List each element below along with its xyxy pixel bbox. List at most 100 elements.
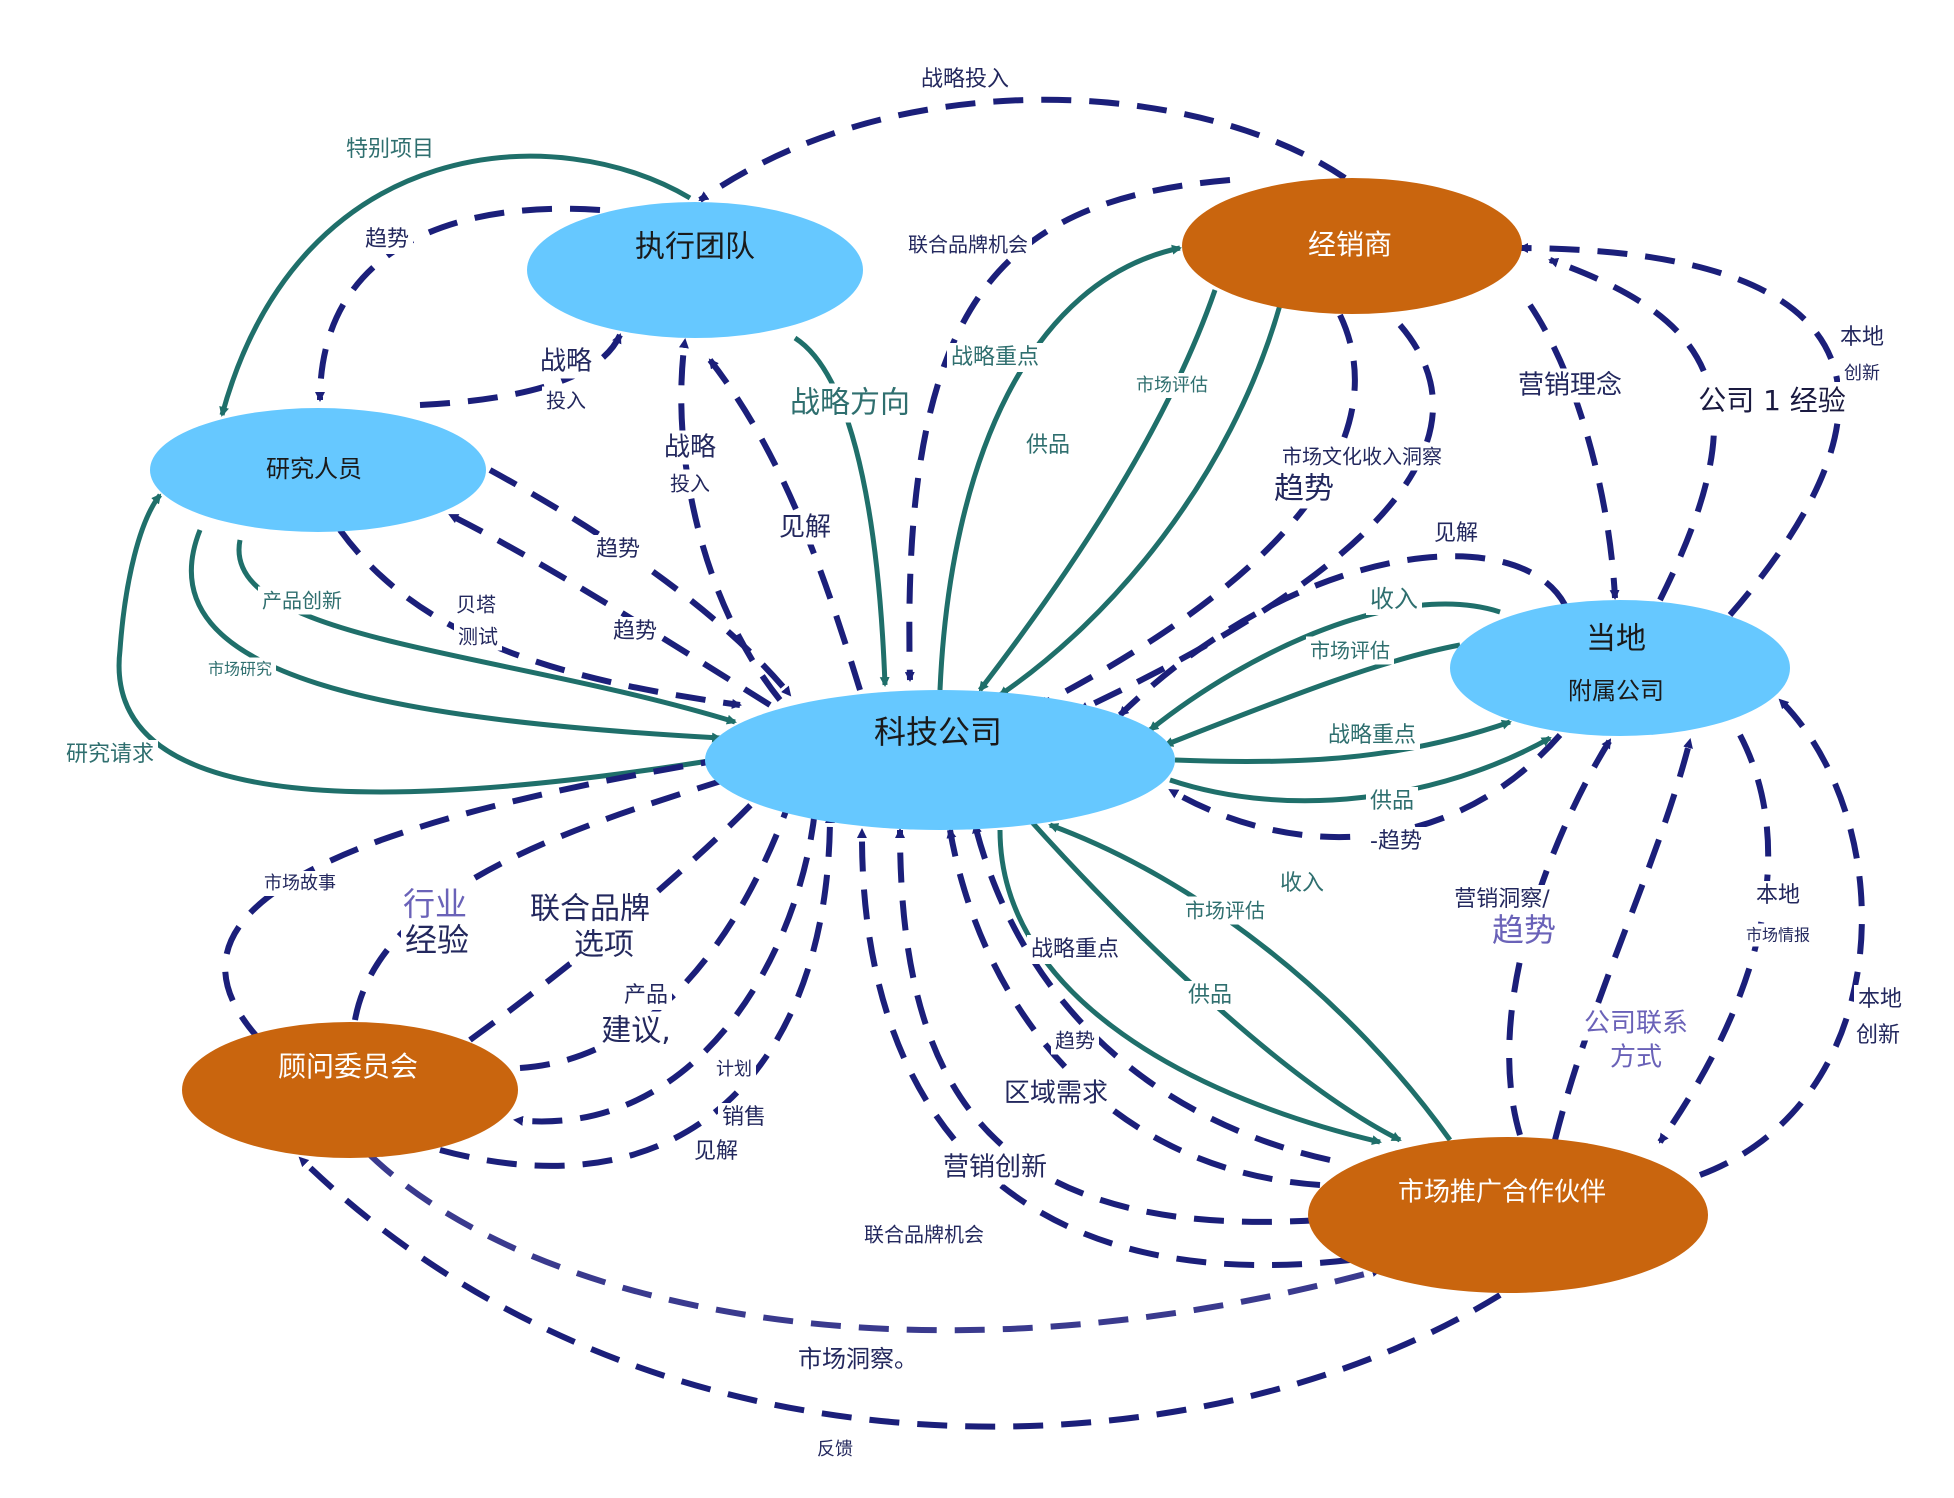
edge-dealer-exec-strategic-input [698,96,1347,203]
label-trend-dealer: 趋势 [1274,472,1334,507]
label-input-1: 投入 [546,389,586,413]
label-background [717,1103,771,1132]
edge-tech-dealer-focus [937,244,1182,691]
label-background [1051,1026,1099,1055]
label-background [666,469,714,498]
label-background [946,343,1044,372]
label-market-eval-dealer: 市场评估 [1136,375,1208,396]
edge-research-tech-product [236,539,737,725]
label-background [1365,787,1419,816]
label-background [1275,869,1329,898]
label-trend-research-1: 趋势 [596,537,640,562]
label-supply-mp: 供品 [1188,983,1232,1008]
label-background [1751,881,1805,910]
label-market-eval-mp: 市场评估 [1185,899,1265,923]
edge-advisory-tech-product [519,798,793,1071]
label-background [999,1076,1113,1111]
label-trend-research-2: 趋势 [613,619,657,644]
label-background [1181,896,1269,925]
label-market-insight: 市场洞察。 [798,1345,918,1373]
edge-exec-research-special [219,153,692,417]
label-background [712,1057,756,1082]
edge-research-tech-trend1 [488,467,793,697]
label-background [1741,923,1815,947]
label-cobrand-bottom: 联合品牌机会 [864,1223,984,1247]
label-background [1366,827,1426,856]
label-background [1183,981,1237,1010]
edge-tech-exec-strategy [678,338,783,702]
label-background [591,535,645,564]
label-background [260,871,340,896]
edge-marketing-local-contact [1552,738,1693,1141]
edge-local-tech-income [1148,601,1501,732]
edge-marketing-tech-regional [946,828,1321,1188]
node-advisory[interactable]: 顾问委员会 [182,1022,518,1158]
node-tech-label: 科技公司 [874,713,1002,751]
label-insight-local: 见解 [1434,521,1478,546]
node-local-affiliate[interactable]: 当地 附属公司 [1450,600,1790,736]
label-strategic-input-top: 战略投入 [921,67,1009,92]
label-background [794,1343,922,1375]
label-input-2: 投入 [670,472,710,496]
node-dealer[interactable]: 经销商 [1182,178,1522,314]
label-strategy-2: 战略 [664,433,716,463]
label-local-innovation-b1: 本地 [1858,987,1902,1012]
edge-dealer-tech-supply [998,304,1283,698]
edge-research-tech-mresearch [188,529,722,743]
label-insight-exec: 见解 [779,513,831,543]
label-cobrand-top: 联合品牌机会 [908,233,1028,257]
label-background [526,889,654,929]
label-market-intel: 市场情报 [1746,926,1810,945]
edge-local-dealer-innovation [1518,243,1842,617]
label-suggestion: 建议, [601,1014,671,1049]
label-background [1851,1021,1905,1050]
label-beta-1: 贝塔 [456,593,496,617]
label-industry: 行业 [403,885,467,923]
label-company-contact-1: 公司联系 [1584,1009,1688,1039]
label-marketing-concept: 营销理念 [1518,371,1622,401]
label-company1-experience: 公司 1 经验 [1698,384,1846,417]
node-marketing-label: 市场推广合作伙伴 [1398,1178,1606,1208]
label-background [1132,373,1212,398]
label-background [1487,909,1561,951]
label-background [454,622,502,651]
node-exec-team[interactable]: 执行团队 [527,202,863,338]
edge-research-tech-beta [337,528,742,709]
edge-labels: 战略投入 特别项目 趋势 联合品牌机会 战略 投入 战略 投入 战略方向 见解 … [61,65,1907,1462]
edge-local-tech-trend [1168,733,1563,840]
label-research-request: 研究请求 [66,742,154,767]
edge-tech-advisory-plan [513,809,818,1126]
nodes: 执行团队 研究人员 经销商 当地 附属公司 科技公司 顾问委员会 市场推广合作伙… [150,178,1790,1293]
label-background [542,386,590,415]
edge-dealer-tech-trend [1038,313,1358,708]
label-plan: 计划 [716,1059,752,1080]
edge-tech-local-supply [1169,735,1552,804]
node-marketing-partner[interactable]: 市场推广合作伙伴 [1308,1137,1708,1293]
label-local-innovation-b2: 创新 [1856,1023,1900,1048]
label-background [1021,431,1075,460]
edge-research-exec [419,333,623,408]
label-cobrand-options-1: 联合品牌 [530,892,650,927]
label-background [1270,469,1338,509]
label-regional-demand: 区域需求 [1004,1079,1108,1109]
edge-dealer-tech-cobrand [904,177,1231,682]
label-beta-2: 测试 [458,625,498,649]
label-background [1513,368,1627,403]
edge-marketing-tech-trend [972,823,1331,1163]
label-background [360,225,414,254]
label-trend-local: -趋势 [1370,829,1422,854]
node-local-label-2: 附属公司 [1568,677,1664,705]
label-product: 产品 [624,983,668,1008]
label-background [400,919,474,961]
label-background [398,883,472,925]
edge-exec-tech-direction [793,335,890,687]
label-strategic-focus-local: 战略重点 [1328,723,1416,748]
node-dealer-label: 经销商 [1308,228,1392,261]
node-tech-company[interactable]: 科技公司 [705,690,1175,830]
label-background [341,135,439,164]
label-background [1579,1006,1693,1041]
label-strategic-focus-dealer: 战略重点 [951,345,1039,370]
label-experience: 经验 [405,921,469,959]
label-background [904,230,1032,259]
node-research[interactable]: 研究人员 [150,408,486,532]
